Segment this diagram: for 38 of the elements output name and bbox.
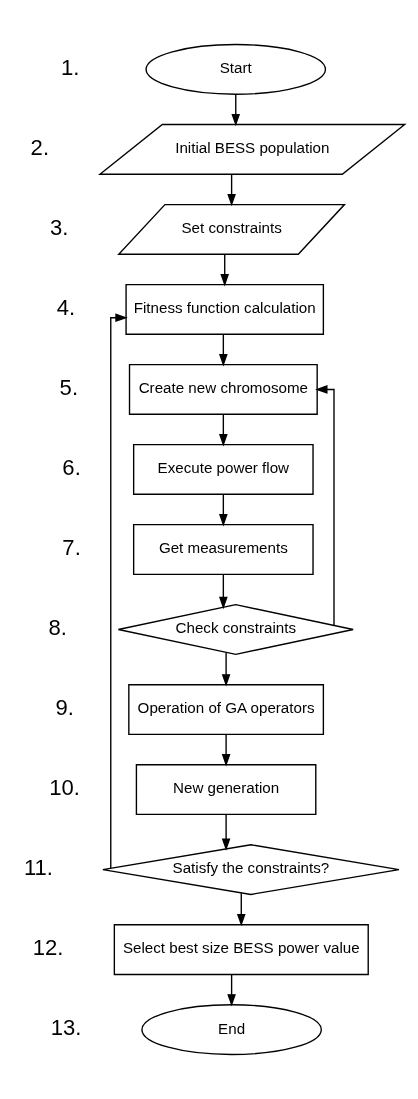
node-diamond: Check constraints	[117, 604, 354, 656]
label: 2.	[30, 134, 50, 160]
label: 1.	[60, 54, 80, 80]
label: 7.	[62, 534, 81, 560]
label: 10.	[49, 774, 81, 800]
node-ellipse: End	[141, 1004, 322, 1056]
arrow	[221, 813, 231, 851]
arrow	[221, 733, 231, 767]
arrow	[231, 93, 241, 127]
label: 12.	[32, 934, 64, 960]
label: 13.	[50, 1014, 82, 1040]
arrow	[219, 333, 228, 367]
node-diamond: Satisfy the constraints?	[102, 844, 400, 896]
arrow	[219, 573, 228, 610]
label: 4.	[56, 294, 76, 320]
label: 6.	[62, 454, 81, 480]
arrow	[227, 173, 236, 207]
label: 11.	[23, 854, 53, 880]
node-box: Select best size BESS power value	[113, 924, 369, 976]
node-box: Execute power flow	[132, 443, 314, 495]
node-box: Get measurements	[132, 523, 314, 576]
label: 5.	[59, 374, 79, 400]
node-box: Operation of GA operators	[128, 684, 325, 736]
arrow	[219, 493, 228, 527]
label: 3.	[49, 214, 69, 240]
arrow	[221, 652, 231, 687]
arrow	[227, 973, 236, 1007]
arrow	[236, 892, 246, 927]
label: 9.	[55, 694, 74, 720]
node-box: New generation	[135, 764, 317, 816]
node-ellipse: Start	[145, 43, 327, 95]
node-box: Fitness function calculation	[125, 283, 325, 335]
label: 8.	[48, 614, 67, 640]
arrow	[219, 413, 228, 447]
node-box: Create new chromosome	[128, 363, 318, 415]
arrow	[110, 313, 128, 869]
arrow	[315, 385, 335, 627]
arrow	[220, 253, 230, 287]
